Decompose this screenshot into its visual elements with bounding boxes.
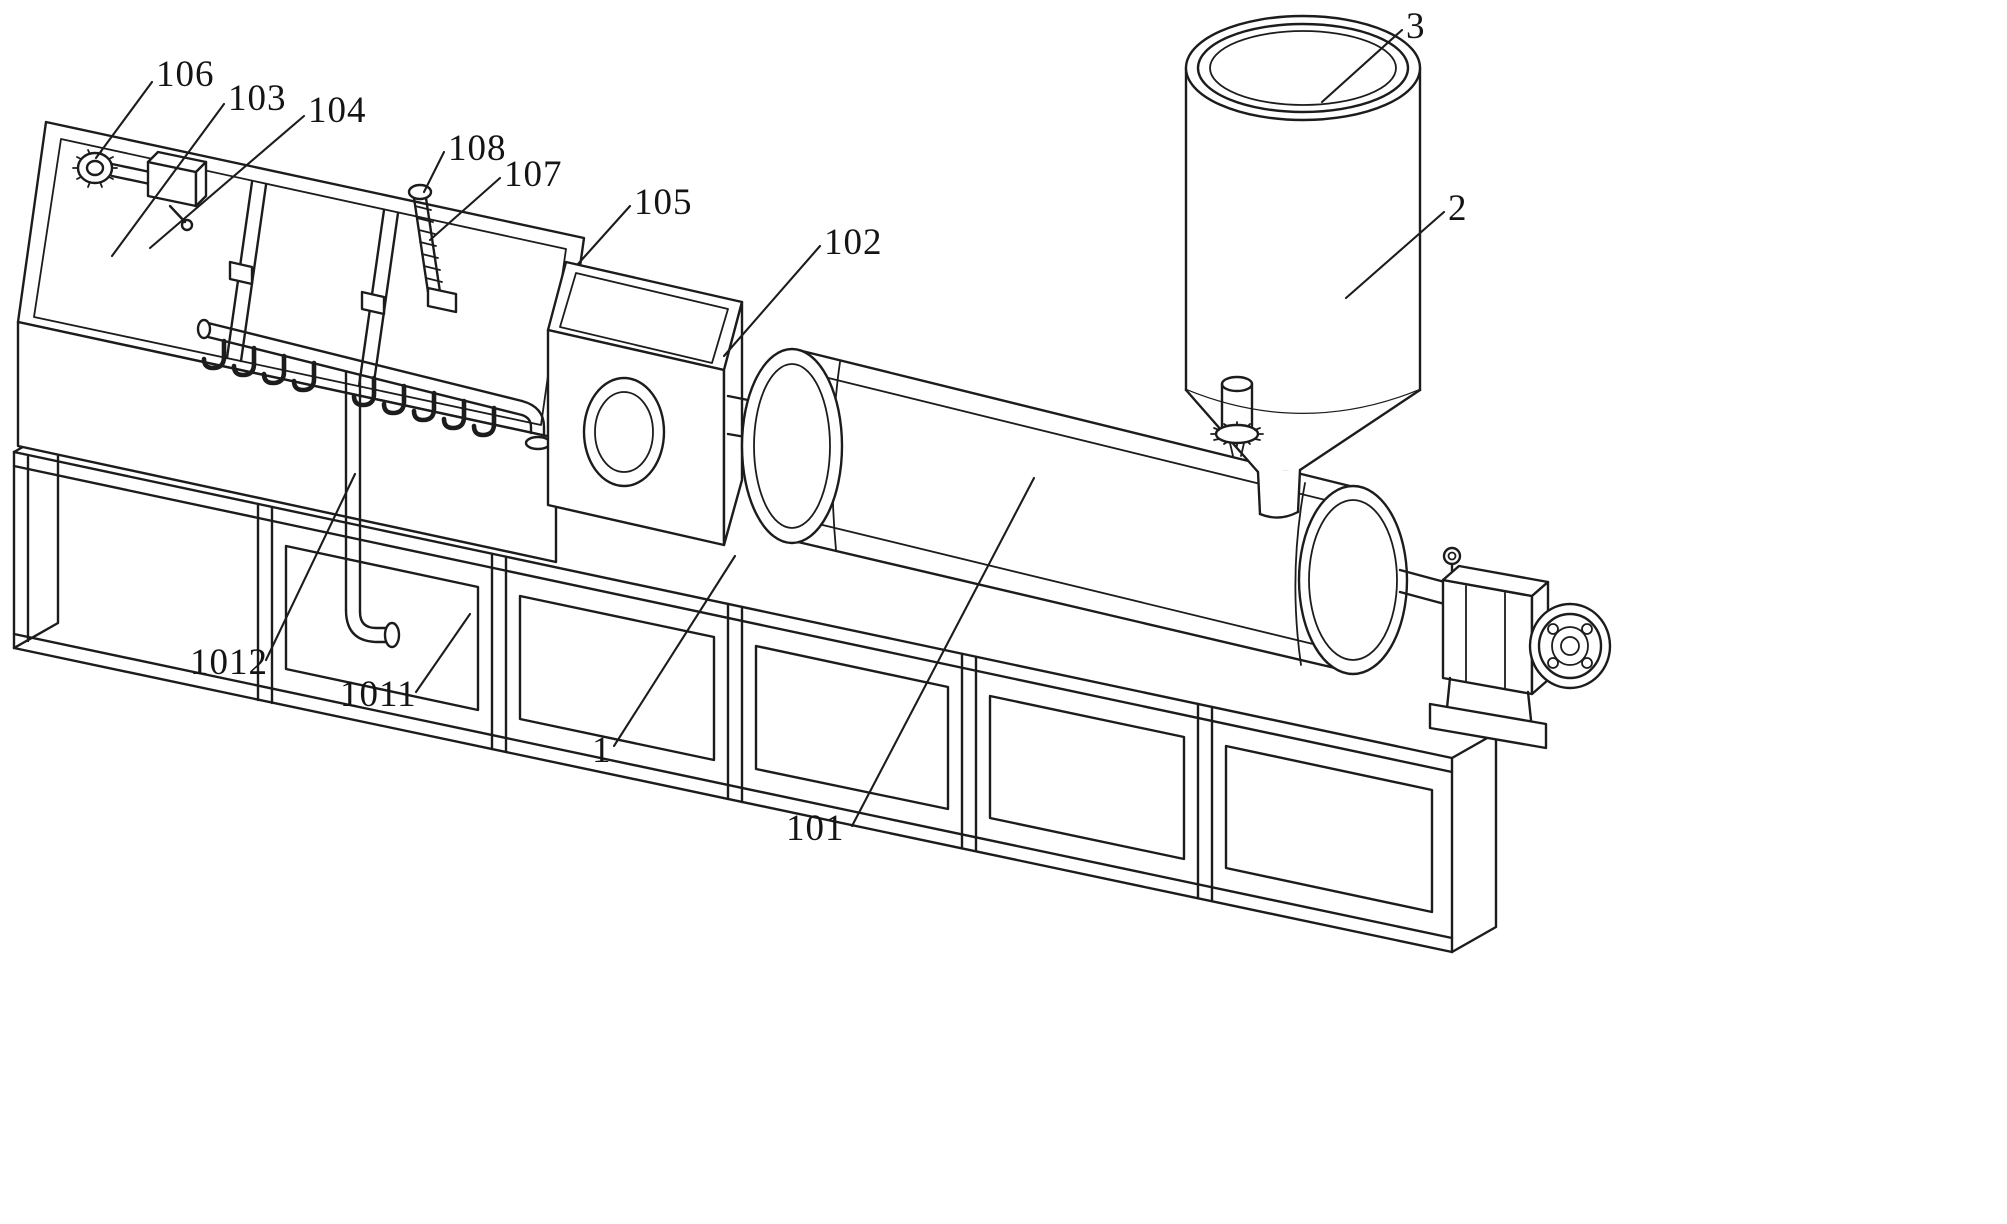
cleaning-tank — [16, 120, 586, 564]
shaft-coupling — [1528, 602, 1612, 690]
ref-label-1: 1 — [592, 730, 612, 771]
valve-gear-ring — [1214, 423, 1260, 445]
spray-nozzle-hook — [441, 398, 467, 431]
ref-label-108: 108 — [448, 128, 507, 169]
leader-line-101 — [850, 476, 1036, 828]
ref-label-102: 102 — [824, 222, 883, 263]
ref-label-107: 107 — [504, 154, 563, 195]
spray-nozzle-hook — [381, 383, 407, 416]
leader-line-3 — [1320, 28, 1404, 104]
spray-nozzle-hook — [201, 338, 227, 371]
ref-label-101: 101 — [786, 808, 845, 849]
leader-line-104 — [148, 114, 306, 250]
base-frame — [12, 425, 1498, 954]
drive-assembly — [1398, 546, 1612, 750]
spray-pipe-manifold — [196, 318, 552, 649]
feed-hopper — [1184, 14, 1422, 519]
leader-line-108 — [422, 150, 446, 194]
leader-line-106 — [94, 80, 154, 160]
leader-line-102 — [722, 244, 822, 358]
leader-line-1 — [612, 554, 737, 748]
leader-line-103 — [110, 102, 226, 258]
frame-panel — [284, 544, 480, 712]
ref-label-1011: 1011 — [340, 674, 417, 715]
lifting-eye-bolt — [1442, 546, 1462, 566]
leader-line-1012 — [264, 472, 357, 662]
ref-label-103: 103 — [228, 78, 287, 119]
drive-motor-body — [1441, 578, 1534, 696]
ref-label-3: 3 — [1406, 6, 1426, 47]
ref-label-106: 106 — [156, 54, 215, 95]
ref-label-104: 104 — [308, 90, 367, 131]
leader-line-105 — [576, 204, 632, 266]
transition-box — [546, 260, 744, 547]
spray-nozzle-hook — [291, 360, 317, 393]
motor-base-plate — [1428, 702, 1548, 750]
hopper-outlet-valve — [1210, 375, 1264, 457]
barrel-front-flange — [740, 347, 844, 545]
ref-label-1012: 1012 — [190, 642, 268, 683]
tank-partition — [357, 208, 400, 391]
frame-panel — [518, 594, 716, 762]
spray-nozzle-hook — [351, 375, 377, 408]
barrel-end-disc — [1297, 484, 1409, 676]
leader-line-107 — [428, 176, 502, 242]
hopper-top-opening — [1184, 14, 1422, 122]
spray-nozzle-hook — [471, 405, 497, 438]
spray-nozzle-hook — [261, 353, 287, 386]
frame-panel — [988, 694, 1186, 861]
frame-panel — [1224, 744, 1434, 914]
leader-lines — [94, 28, 1446, 828]
leader-line-2 — [1344, 210, 1446, 300]
ref-label-105: 105 — [634, 182, 693, 223]
frame-panel — [754, 644, 950, 811]
spray-nozzle-hook — [411, 390, 437, 423]
spray-nozzle-hook — [231, 345, 257, 378]
ref-label-2: 2 — [1448, 188, 1468, 229]
stirring-motor — [72, 149, 208, 232]
leader-line-1011 — [414, 612, 472, 694]
extruder-barrel — [740, 347, 1409, 676]
